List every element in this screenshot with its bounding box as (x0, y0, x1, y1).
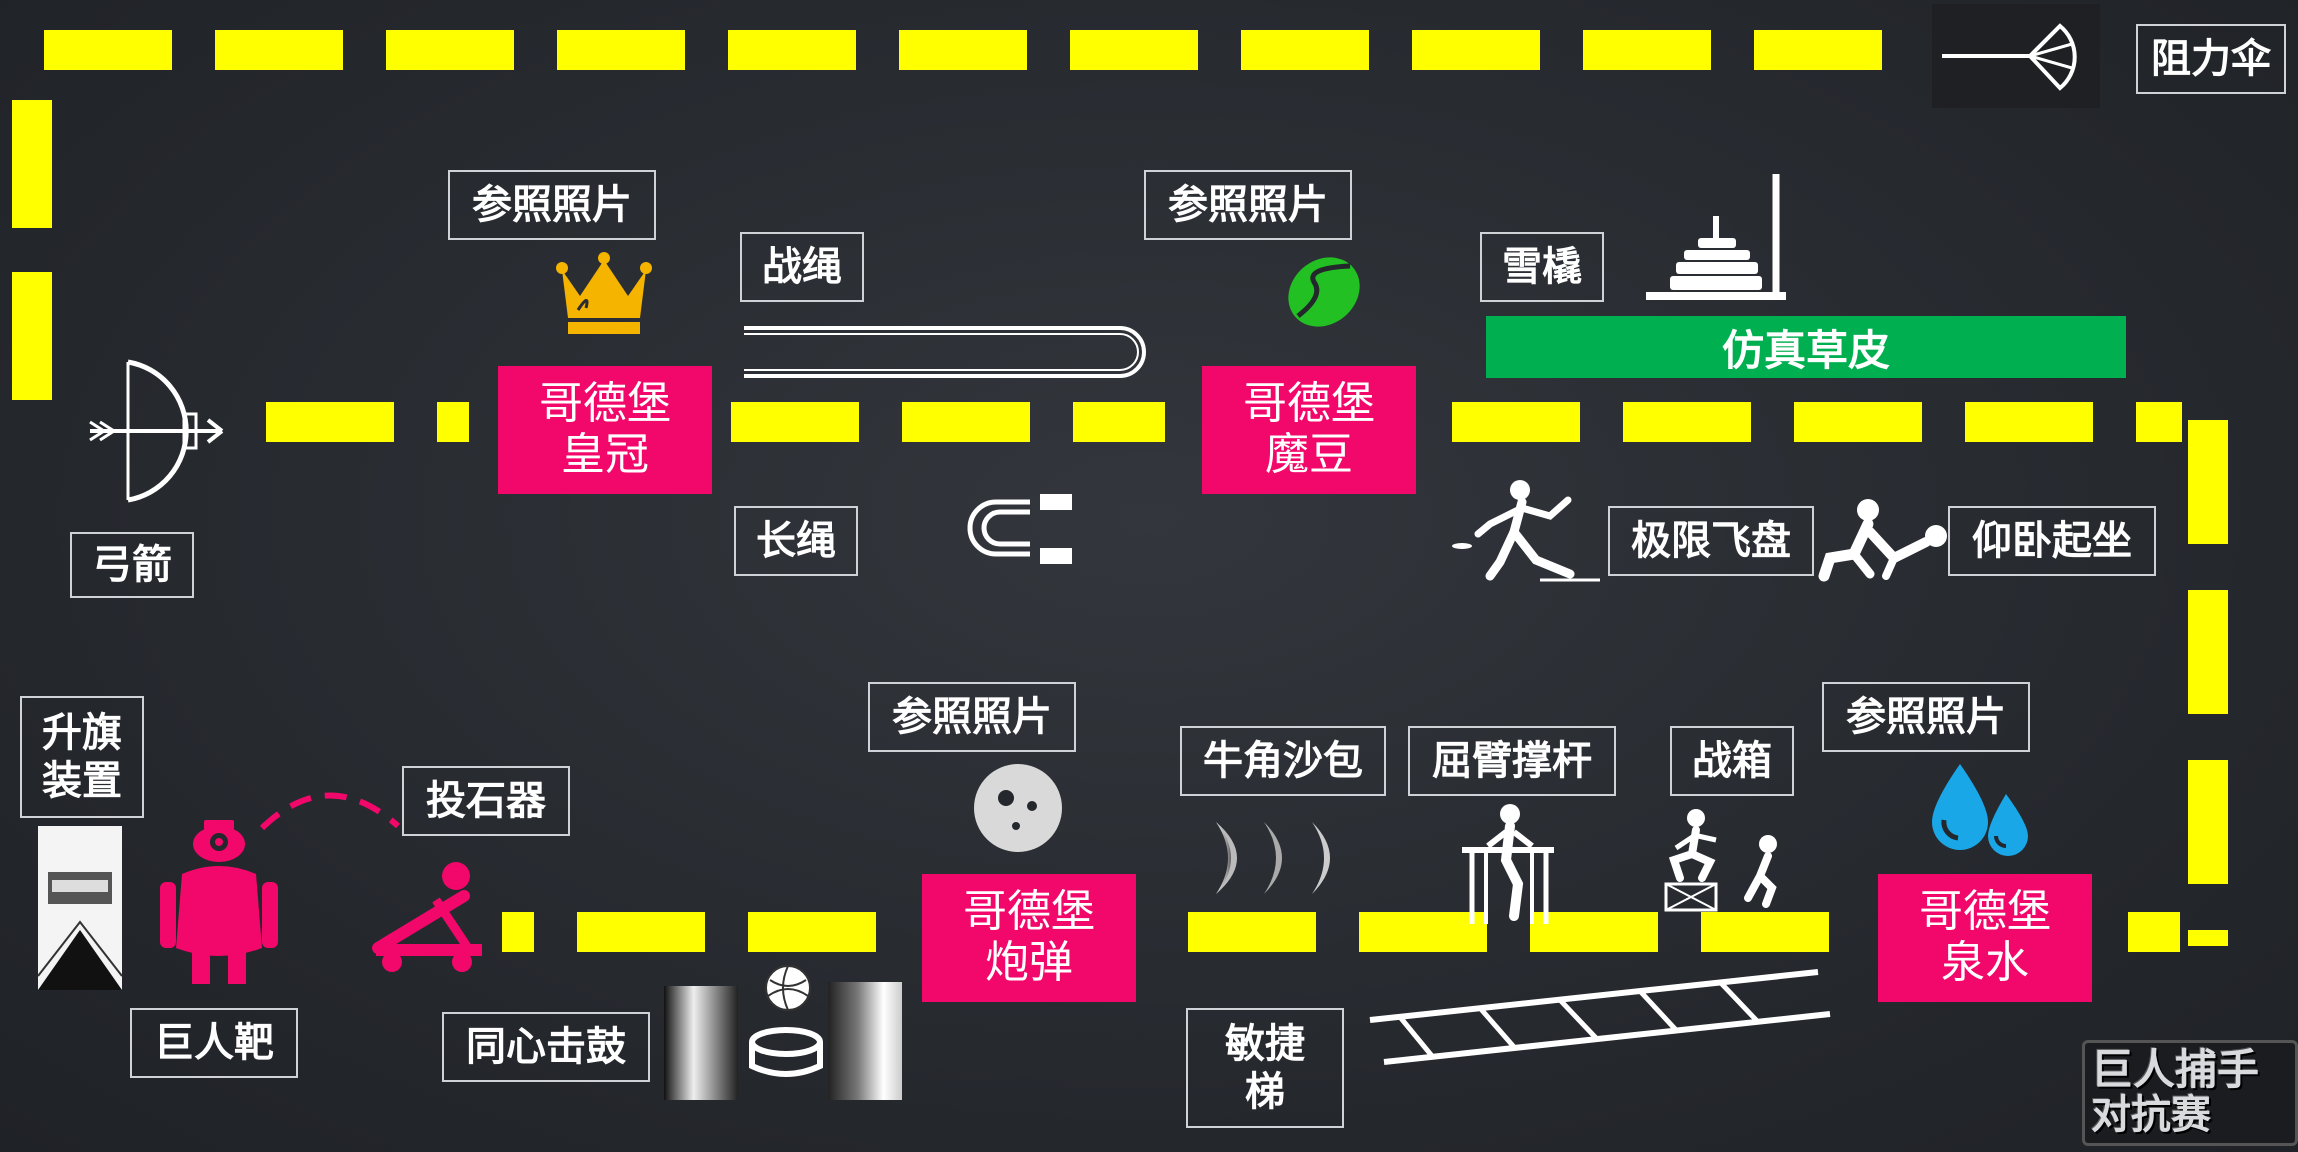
track-dash (215, 30, 343, 70)
track-dash (2188, 420, 2228, 544)
battle-rope-label: 战绳 (740, 232, 864, 302)
track-dash (1530, 912, 1658, 952)
track-dash (1070, 30, 1198, 70)
sled-label: 雪橇 (1480, 232, 1604, 302)
parachute-icon (1942, 23, 2077, 91)
frisbee-label: 极限飞盘 (1608, 506, 1814, 576)
dip-bar-icon (1462, 804, 1554, 924)
agility-label: 敏捷 梯 (1186, 1008, 1344, 1128)
battle-box-icon (1664, 809, 1777, 912)
station-crown-line1: 哥德堡 (539, 378, 671, 430)
track-dash (2188, 590, 2228, 714)
catapult-arc (259, 792, 400, 831)
flag-icon (37, 872, 123, 990)
drum-photo-left (664, 986, 738, 1100)
bow-label: 弓箭 (70, 532, 194, 598)
event-logo: 巨人捕手 对抗赛 (2082, 1040, 2298, 1146)
dip-bar-label: 屈臂撑杆 (1408, 726, 1616, 796)
battle-box-label: 战箱 (1670, 726, 1794, 796)
track-dash (1359, 912, 1487, 952)
track-dash (2128, 912, 2180, 952)
drum-label: 同心击鼓 (442, 1012, 650, 1082)
crown-icon (556, 252, 652, 334)
track-dash (728, 30, 856, 70)
turf-bar: 仿真草皮 (1486, 316, 2126, 378)
sandbag-icon (1216, 822, 1330, 894)
parachute-image (1932, 4, 2100, 108)
agility-ladder-icon (1369, 969, 1831, 1065)
station-spring-line2: 泉水 (1941, 937, 2029, 988)
water-drops-icon (1932, 764, 2028, 856)
drum-icon (749, 965, 823, 1077)
track-dash (577, 912, 705, 952)
spring-reference-label: 参照照片 (1822, 682, 2030, 752)
track-dash (1754, 30, 1882, 70)
long-rope-icon (967, 494, 1072, 564)
station-spring-line1: 哥德堡 (1919, 886, 2051, 938)
event-logo-line2: 对抗赛 (2091, 1092, 2211, 1138)
track-dash (1583, 30, 1711, 70)
track-dash (731, 402, 859, 442)
track-dash (386, 30, 514, 70)
catapult-icon (372, 862, 482, 972)
flag-label: 升旗 装置 (20, 696, 144, 818)
track-dash (1452, 402, 1580, 442)
station-crown-line2: 皇冠 (561, 429, 649, 480)
bow-icon (89, 359, 224, 503)
track-dash (437, 402, 469, 442)
station-bean-line1: 哥德堡 (1243, 378, 1375, 430)
event-logo-line1: 巨人捕手 (2091, 1045, 2260, 1094)
track-dash (1188, 912, 1316, 952)
catapult-label: 投石器 (402, 766, 570, 836)
track-dash (557, 30, 685, 70)
track-dash (1073, 402, 1165, 442)
bean-reference-label: 参照照片 (1144, 170, 1352, 240)
sled-icon (1646, 174, 1786, 300)
long-rope-label: 长绳 (734, 506, 858, 576)
parachute-label: 阻力伞 (2136, 24, 2286, 94)
track-dash (1965, 402, 2093, 442)
station-cannonball-line1: 哥德堡 (963, 886, 1095, 938)
station-crown: 哥德堡 皇冠 (498, 366, 712, 494)
giant-target-label: 巨人靶 (130, 1008, 298, 1078)
sandbag-label: 牛角沙包 (1180, 726, 1386, 796)
battle-rope-icon (744, 326, 1146, 378)
cannonball-reference-label: 参照照片 (868, 682, 1076, 752)
situp-icon (1818, 499, 1947, 582)
track-dash (2136, 402, 2182, 442)
track-dash (1241, 30, 1369, 70)
track-dash (748, 912, 876, 952)
track-dash (2188, 760, 2228, 884)
track-dash (902, 402, 1030, 442)
track-dash (44, 30, 172, 70)
crown-reference-label: 参照照片 (448, 170, 656, 240)
track-dash (1794, 402, 1922, 442)
station-spring: 哥德堡 泉水 (1878, 874, 2092, 1002)
track-dash (1623, 402, 1751, 442)
giant-target-icon (160, 820, 278, 984)
drum-image (664, 962, 902, 1100)
situp-label: 仰卧起坐 (1948, 506, 2156, 576)
track-dash (12, 272, 52, 400)
track-dash (2188, 930, 2228, 946)
drum-photo-right (828, 982, 902, 1100)
track-dash (266, 402, 394, 442)
track-dash (1412, 30, 1540, 70)
bean-icon (1288, 257, 1360, 327)
track-dash (1701, 912, 1829, 952)
station-cannonball: 哥德堡 炮弹 (922, 874, 1136, 1002)
station-bean-line2: 魔豆 (1265, 429, 1353, 480)
track-dash (899, 30, 1027, 70)
cannonball-icon (974, 764, 1062, 852)
flag-device-image (37, 826, 123, 990)
track-dash (502, 912, 534, 952)
track-dash (12, 100, 52, 228)
station-bean: 哥德堡 魔豆 (1202, 366, 1416, 494)
frisbee-player-icon (1452, 480, 1600, 582)
station-cannonball-line2: 炮弹 (985, 937, 1073, 988)
